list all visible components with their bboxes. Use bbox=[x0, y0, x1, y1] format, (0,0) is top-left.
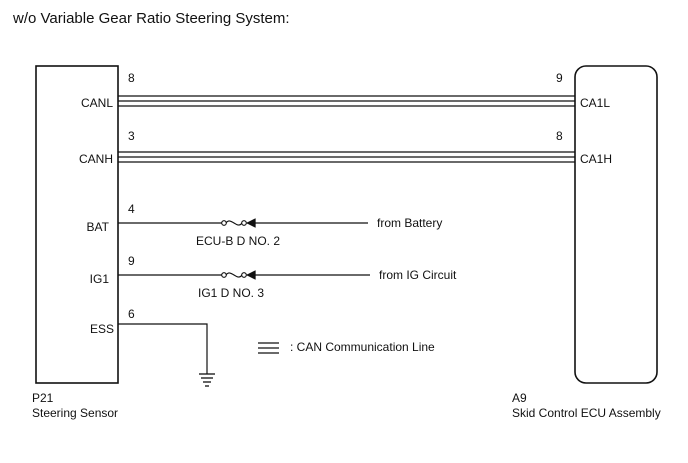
fuse-icon bbox=[221, 272, 247, 278]
pin-label-canl: CANL bbox=[81, 96, 113, 110]
fuse-icon bbox=[221, 220, 247, 226]
skid-control-ecu-name: Skid Control ECU Assembly bbox=[512, 406, 661, 420]
fuse-label-ig1: IG1 D NO. 3 bbox=[198, 286, 264, 300]
skid-control-ecu-box bbox=[574, 65, 658, 384]
canl-wire bbox=[118, 95, 575, 107]
canh-wire bbox=[118, 151, 575, 163]
pin-number-ca1h: 8 bbox=[556, 129, 563, 143]
pin-number-ca1l: 9 bbox=[556, 71, 563, 85]
steering-sensor-name: Steering Sensor bbox=[32, 406, 118, 420]
pin-label-canh: CANH bbox=[79, 152, 113, 166]
pin-number-canh: 3 bbox=[128, 129, 135, 143]
pin-number-bat: 4 bbox=[128, 202, 135, 216]
ground-icon bbox=[199, 373, 215, 387]
skid-control-ecu-code: A9 bbox=[512, 391, 527, 405]
pin-number-ess: 6 bbox=[128, 307, 135, 321]
ess-wire bbox=[118, 323, 208, 374]
pin-label-ca1h: CA1H bbox=[580, 152, 612, 166]
steering-sensor-code: P21 bbox=[32, 391, 54, 405]
diagram-title: w/o Variable Gear Ratio Steering System: bbox=[12, 10, 290, 27]
fuse-label-ecu-b: ECU-B D NO. 2 bbox=[196, 234, 280, 248]
source-label-ig-circuit: from IG Circuit bbox=[379, 268, 457, 282]
pin-label-ca1l: CA1L bbox=[580, 96, 610, 110]
can-line-legend-icon bbox=[258, 342, 279, 354]
pin-number-canl: 8 bbox=[128, 71, 135, 85]
pin-label-ig1: IG1 bbox=[90, 272, 110, 286]
pin-number-ig1: 9 bbox=[128, 254, 135, 268]
pin-label-ess: ESS bbox=[90, 322, 114, 336]
can-line-legend-label: : CAN Communication Line bbox=[290, 340, 435, 354]
pin-label-bat: BAT bbox=[87, 220, 110, 234]
steering-sensor-box bbox=[35, 65, 119, 384]
source-label-battery: from Battery bbox=[377, 216, 442, 230]
